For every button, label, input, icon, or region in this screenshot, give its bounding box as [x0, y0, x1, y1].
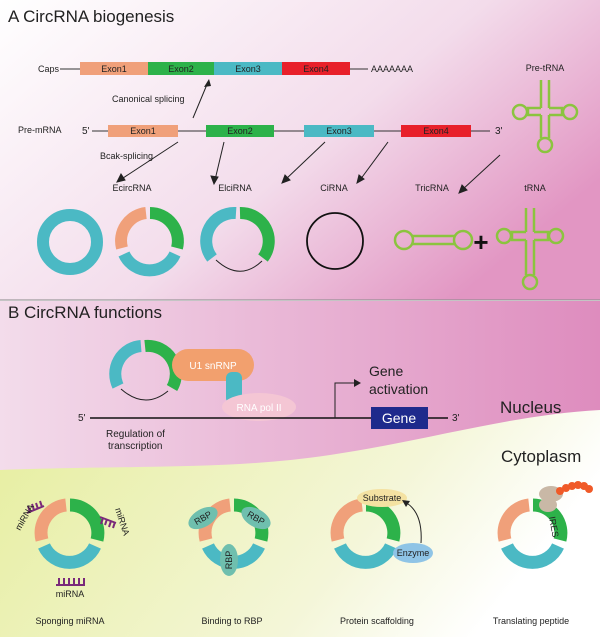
ring-exon3-only [37, 209, 103, 275]
ecircrna-ring [115, 207, 184, 277]
premrna-label: Pre-mRNA [18, 125, 62, 135]
gene-label: Gene [382, 410, 416, 426]
gene-activation-line2: activation [369, 381, 428, 397]
mrna-exons: Exon1 Exon2 Exon3 Exon4 [80, 62, 350, 75]
regulation-circrna [109, 339, 182, 401]
mrna-exon1 [80, 62, 148, 75]
ecircrna-label: EcircRNA [112, 183, 151, 193]
cytoplasm-background [0, 410, 600, 637]
enzyme-bubble [393, 543, 433, 563]
dna-3prime: 3' [452, 413, 460, 424]
premrna-exon1-label: Exon1 [130, 126, 156, 136]
mrna-exon1-label: Exon1 [101, 64, 127, 74]
mirna-icon-left [26, 500, 45, 514]
premrna-exon2-label: Exon2 [227, 126, 253, 136]
pre-trna-label: Pre-tRNA [526, 63, 565, 73]
trna-icon [495, 208, 565, 291]
mrna-exon3-label: Exon3 [235, 64, 261, 74]
premrna-exons: Exon1 Exon2 Exon3 Exon4 [108, 125, 471, 137]
sponging-caption: Sponging miRNA [35, 616, 104, 626]
canonical-arrowhead [204, 79, 211, 87]
scaffolding-caption: Protein scaffolding [340, 616, 414, 626]
activation-arrowhead [354, 379, 361, 387]
mrna-exon2 [148, 62, 214, 75]
premrna-exon3 [304, 125, 374, 137]
caps-label: Caps [38, 64, 60, 74]
premrna-exon4 [401, 125, 471, 137]
mirna-label-bottom: miRNA [56, 589, 85, 599]
premrna-5prime: 5' [82, 126, 90, 137]
rbp-right: RBP [241, 506, 271, 530]
ires-label: IRES [547, 516, 560, 538]
pre-trna-icon [511, 80, 579, 154]
mirna-icon-right [99, 516, 117, 529]
dna-5prime: 5' [78, 413, 86, 424]
premrna-exon4-label: Exon4 [423, 126, 449, 136]
translating-caption: Translating peptide [493, 616, 569, 626]
regulation-line1: Regulation of [106, 429, 165, 440]
section-a-title: A CircRNA biogenesis [8, 7, 174, 26]
rbp-bottom: RBP [220, 544, 238, 576]
polya-label: AAAAAAA [371, 64, 413, 74]
rna-pol-bubble [222, 393, 296, 421]
regulation-line2: transcription [108, 441, 162, 452]
translating-ring [497, 498, 568, 569]
section-b-title: B CircRNA functions [8, 303, 162, 322]
trna-label: tRNA [524, 183, 546, 193]
mirna-icon-bottom [56, 578, 85, 586]
mrna-exon4 [282, 62, 350, 75]
scaffold-arrowhead [402, 500, 410, 507]
cirna-label: CiRNA [320, 183, 348, 193]
rbp-left: RBP [188, 506, 218, 530]
premrna-exon1 [108, 125, 178, 137]
canonical-splicing-label: Canonical splicing [112, 94, 185, 104]
cirna-ring [306, 212, 364, 270]
tricrna-icon [393, 229, 474, 251]
back-splicing-arrows [116, 141, 501, 194]
svg-text:RBP: RBP [224, 551, 234, 570]
substrate-label: Substrate [363, 493, 402, 503]
nucleus-label: Nucleus [500, 398, 561, 417]
mrna-exon3 [214, 62, 282, 75]
substrate-bubble [357, 489, 407, 507]
premrna-exon3-label: Exon3 [326, 126, 352, 136]
premrna-3prime: 3' [495, 126, 503, 137]
mrna-exon4-label: Exon4 [303, 64, 329, 74]
enzyme-label: Enzyme [397, 548, 430, 558]
gene-box [371, 407, 428, 429]
elcirna-label: ElciRNA [218, 183, 252, 193]
cytoplasm-label: Cytoplasm [501, 447, 581, 466]
tricrna-label: TricRNA [415, 183, 449, 193]
sponging-ring [34, 498, 105, 569]
activation-arrow [334, 382, 356, 418]
peptide-chain [556, 481, 593, 495]
mrna-exon2-label: Exon2 [168, 64, 194, 74]
canonical-arrow [192, 81, 209, 119]
premrna-exon2 [206, 125, 274, 137]
rna-pol-label: RNA pol II [236, 403, 281, 414]
gene-activation-line1: Gene [369, 363, 403, 379]
plus-sign: + [473, 227, 488, 257]
u1-snrnp-label: U1 snRNP [189, 361, 237, 372]
binding-caption: Binding to RBP [201, 616, 262, 626]
elcirna-ring [200, 206, 275, 272]
back-splicing-label: Bcak-splicing [100, 151, 153, 161]
